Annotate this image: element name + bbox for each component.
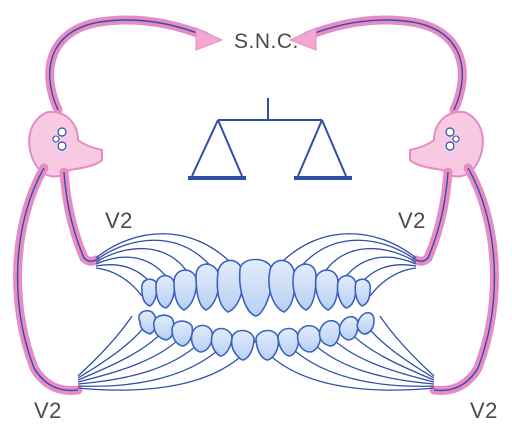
tooth-icon — [278, 329, 299, 357]
tooth-icon — [196, 264, 219, 310]
tooth-icon — [217, 260, 243, 312]
tooth-icon — [154, 315, 174, 340]
snc-label: S.N.C. — [234, 30, 299, 54]
tooth-icon — [337, 276, 356, 308]
tooth-icon — [142, 279, 157, 306]
tooth-icon — [298, 326, 321, 352]
tooth-icon — [339, 317, 358, 340]
tooth-icon — [240, 260, 273, 317]
tooth-icon — [174, 270, 196, 310]
v2-label-upper-left: V2 — [105, 208, 133, 234]
tooth-icon — [156, 276, 175, 308]
tooth-icon — [293, 264, 316, 310]
balance-scale-icon — [188, 98, 352, 178]
upper-teeth — [142, 260, 371, 317]
tooth-icon — [211, 329, 232, 357]
tooth-icon — [357, 313, 374, 334]
lower-nerve-fibers — [78, 316, 434, 390]
tooth-icon — [319, 321, 340, 346]
tooth-icon — [316, 270, 338, 310]
v2-label-lower-left: V2 — [34, 398, 62, 424]
lower-teeth — [139, 311, 374, 360]
tooth-icon — [191, 325, 212, 352]
arrow-icon — [196, 28, 222, 50]
tooth-icon — [232, 331, 254, 361]
tooth-icon — [269, 260, 295, 312]
v2-label-lower-right: V2 — [470, 398, 498, 424]
v2-label-upper-right: V2 — [398, 208, 426, 234]
tooth-icon — [355, 279, 370, 306]
tooth-icon — [256, 331, 278, 361]
